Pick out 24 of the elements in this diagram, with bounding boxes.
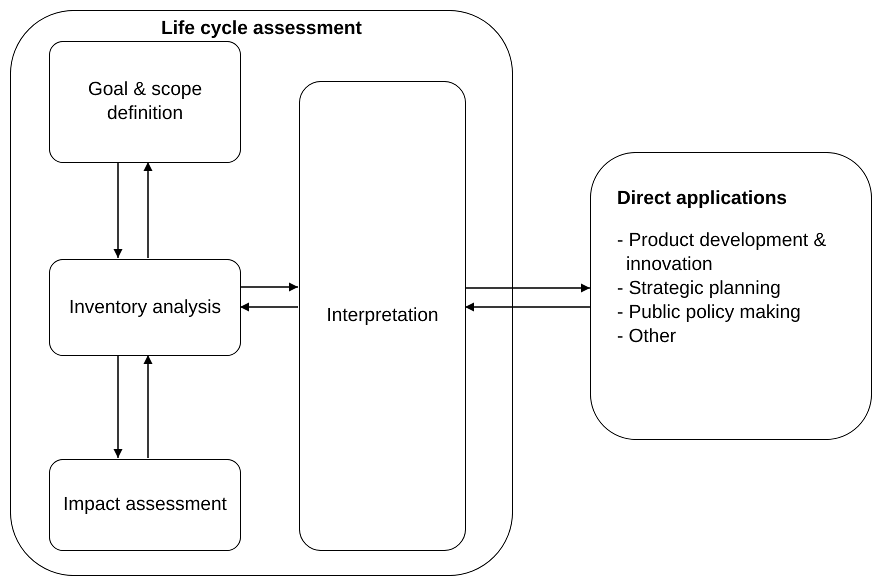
arrow [114,355,122,458]
box-label: Goal & scope definition [86,78,204,126]
list-item: - Other [617,325,676,349]
arrow [240,302,298,312]
group-title: Life cycle assessment [160,17,363,41]
panel-box [590,152,872,440]
box-label: Interpretation [326,304,438,328]
arrow [144,162,152,258]
panel-title: Direct applications [617,187,787,211]
list-item: - Strategic planning [617,277,781,301]
process-box [49,41,241,163]
group-container [10,10,513,576]
process-box [49,459,241,551]
box-label: Inventory analysis [68,296,222,320]
process-box [299,81,466,551]
arrow [465,302,590,312]
arrow [114,162,122,258]
process-box [49,259,241,356]
list-item: - Product development & innovation [617,229,828,277]
list-item: - Public policy making [617,301,801,325]
arrow [240,282,298,292]
box-label: Impact assessment [63,493,227,517]
arrow [465,284,590,292]
arrow [144,355,152,458]
